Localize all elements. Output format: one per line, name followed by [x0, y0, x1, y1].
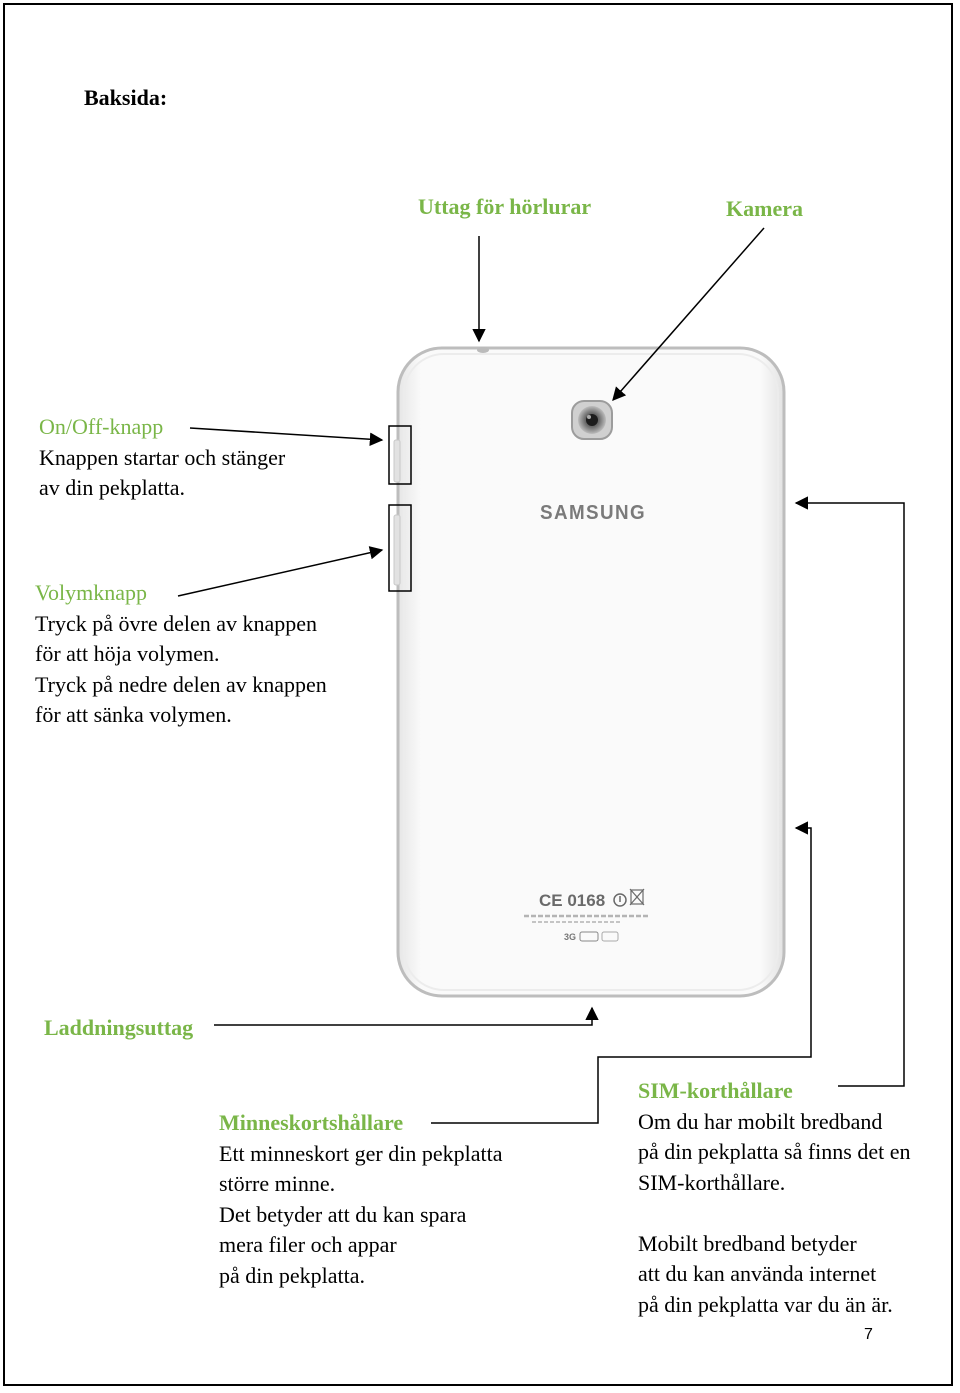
brand-logo: SAMSUNG [540, 502, 646, 524]
memory-line-2: större minne. [219, 1171, 336, 1196]
sim-line-2: på din pekplatta så finns det en [638, 1139, 911, 1164]
power-title: On/Off-knapp [39, 414, 164, 439]
sim-line-7: på din pekplatta var du än är. [638, 1291, 893, 1317]
sim-title: SIM-korthållare [638, 1078, 793, 1103]
memory-title: Minneskortshållare [219, 1110, 404, 1135]
svg-text:CE 0168: CE 0168 [539, 891, 605, 910]
headphone-jack [477, 347, 489, 353]
camera-icon [571, 400, 613, 440]
volume-callout: Volymknapp Tryck på övre delen av knappe… [35, 578, 327, 731]
sim-line-1: Om du har mobilt bredband [638, 1108, 883, 1134]
memory-callout: Minneskortshållare Ett minneskort ger di… [219, 1108, 503, 1291]
arrow-memory [431, 821, 812, 1124]
power-callout-box [388, 425, 412, 485]
volume-line-4: för att sänka volymen. [35, 702, 232, 727]
power-button-shape [393, 439, 401, 483]
page-border [3, 3, 953, 1386]
sim-line-4 [638, 1198, 910, 1229]
sim-line-5: Mobilt bredband betyder [638, 1230, 857, 1256]
power-callout: On/Off-knapp Knappen startar och stänger… [39, 412, 285, 504]
arrow-volume [177, 546, 384, 597]
tablet-body [396, 346, 786, 998]
label-camera: Kamera [726, 196, 803, 221]
label-headphone-jack: Uttag för hörlurar [418, 194, 592, 219]
certification-marks: CE 0168 3G [524, 888, 648, 942]
page-number: 7 [864, 1326, 873, 1343]
volume-title: Volymknapp [35, 580, 148, 605]
memory-line-5: på din pekplatta. [219, 1262, 366, 1288]
volume-line-3: Tryck på nedre delen av knappen [35, 671, 327, 697]
svg-text:3G: 3G [564, 932, 576, 942]
page-heading: Baksida: [84, 85, 168, 110]
power-line-2: av din pekplatta. [39, 475, 186, 500]
arrow-charging [214, 1006, 599, 1026]
memory-line-3: Det betyder att du kan spara [219, 1201, 467, 1227]
label-charging-port: Laddningsuttag [44, 1015, 194, 1040]
arrow-sim [794, 496, 905, 1087]
sim-line-3: SIM-korthållare. [638, 1169, 786, 1195]
sim-line-6: att du kan använda internet [638, 1261, 877, 1286]
volume-line-2: för att höja volymen. [35, 641, 220, 666]
volume-callout-box [388, 504, 412, 592]
volume-button-shape [393, 514, 401, 586]
sim-callout: SIM-korthållare Om du har mobilt bredban… [638, 1076, 910, 1320]
volume-line-1: Tryck på övre delen av knappen [35, 610, 318, 636]
memory-line-1: Ett minneskort ger din pekplatta [219, 1140, 503, 1166]
memory-line-4: mera filer och appar [219, 1232, 397, 1257]
arrow-power [189, 427, 384, 446]
power-line-1: Knappen startar och stänger [39, 444, 286, 470]
arrow-camera [612, 227, 765, 402]
